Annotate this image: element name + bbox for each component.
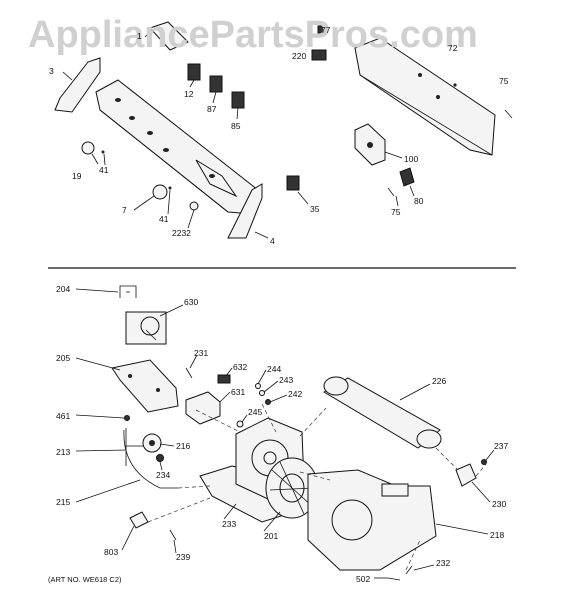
part-85-switch bbox=[231, 91, 245, 109]
callout-7: 7 bbox=[122, 205, 127, 215]
callout-75b: 75 bbox=[391, 207, 401, 217]
part-80-clip bbox=[399, 167, 415, 187]
callout-502: 502 bbox=[356, 574, 371, 584]
part-19-knob bbox=[81, 141, 95, 155]
callout-233: 233 bbox=[222, 519, 237, 529]
callout-41b: 41 bbox=[159, 214, 169, 224]
part-237-screw bbox=[481, 459, 487, 465]
callout-215: 215 bbox=[56, 497, 71, 507]
callout-232: 232 bbox=[436, 558, 451, 568]
part-35-clip bbox=[286, 175, 300, 191]
part-75-screw-b bbox=[387, 187, 395, 197]
part-204-bracket bbox=[119, 285, 137, 298]
part-239-screw bbox=[169, 529, 177, 541]
part-201-blower-wheel bbox=[265, 457, 319, 519]
part-4-end-cap bbox=[227, 183, 263, 239]
callout-87: 87 bbox=[207, 104, 217, 114]
part-631-switch bbox=[185, 391, 221, 425]
callout-244: 244 bbox=[267, 364, 282, 374]
callout-237: 237 bbox=[494, 441, 509, 451]
callout-1: 1 bbox=[137, 31, 142, 41]
callout-803: 803 bbox=[104, 547, 119, 557]
art-number: (ART NO. WE618 C2) bbox=[48, 575, 122, 584]
part-245-bearing bbox=[236, 420, 244, 428]
part-803-thermal-switch bbox=[129, 511, 149, 529]
part-7-knob bbox=[152, 184, 168, 200]
callout-631: 631 bbox=[231, 387, 246, 397]
part-3-end-cap bbox=[54, 57, 101, 113]
callout-234: 234 bbox=[156, 470, 171, 480]
part-12-switch bbox=[187, 63, 201, 81]
callout-4: 4 bbox=[270, 236, 275, 246]
callout-75a: 75 bbox=[499, 76, 509, 86]
part-230-sensor bbox=[455, 463, 477, 487]
callout-19: 19 bbox=[72, 171, 82, 181]
callout-3: 3 bbox=[49, 66, 54, 76]
part-632-connector bbox=[217, 374, 231, 384]
callout-85: 85 bbox=[231, 121, 241, 131]
part-75-screw-a bbox=[504, 109, 513, 119]
part-1-overlay bbox=[149, 21, 189, 51]
callout-204: 204 bbox=[56, 284, 71, 294]
part-502-screw bbox=[387, 577, 401, 581]
part-244-washer bbox=[255, 383, 261, 389]
callout-218: 218 bbox=[490, 530, 505, 540]
callout-205: 205 bbox=[56, 353, 71, 363]
callout-242: 242 bbox=[288, 389, 303, 399]
callout-461: 461 bbox=[56, 411, 71, 421]
part-2232-knob bbox=[189, 201, 199, 211]
part-220-switch bbox=[311, 49, 327, 61]
part-242-nut bbox=[265, 399, 271, 405]
callout-213: 213 bbox=[56, 447, 71, 457]
part-205-mounting-plate bbox=[111, 359, 179, 413]
part-461-clip bbox=[124, 415, 130, 421]
part-231-screw bbox=[185, 367, 193, 379]
callout-239: 239 bbox=[176, 552, 191, 562]
callout-220: 220 bbox=[292, 51, 307, 61]
part-218-blower-housing bbox=[307, 469, 437, 571]
callout-72: 72 bbox=[448, 43, 458, 53]
watermark: AppliancePartsPros.com bbox=[28, 14, 478, 56]
callout-632: 632 bbox=[233, 362, 248, 372]
callout-630: 630 bbox=[184, 297, 199, 307]
callout-231: 231 bbox=[194, 348, 209, 358]
part-77-clip bbox=[317, 25, 327, 34]
callout-41a: 41 bbox=[99, 165, 109, 175]
callout-12: 12 bbox=[184, 89, 194, 99]
callout-2232: 2232 bbox=[172, 228, 191, 238]
part-234-nut bbox=[156, 454, 164, 462]
callout-77: 77 bbox=[321, 25, 331, 35]
part-232-screw bbox=[405, 565, 413, 575]
callout-230: 230 bbox=[492, 499, 507, 509]
callout-245: 245 bbox=[248, 407, 263, 417]
part-226-duct bbox=[323, 376, 442, 449]
callout-226: 226 bbox=[432, 376, 447, 386]
callout-100: 100 bbox=[404, 154, 419, 164]
callout-201: 201 bbox=[264, 531, 279, 541]
callout-243: 243 bbox=[279, 375, 294, 385]
part-243-washer bbox=[259, 390, 265, 396]
callout-216: 216 bbox=[176, 441, 191, 451]
part-87-switch bbox=[209, 75, 223, 93]
callout-35: 35 bbox=[310, 204, 320, 214]
callout-80: 80 bbox=[414, 196, 424, 206]
part-215-belt bbox=[123, 429, 178, 489]
